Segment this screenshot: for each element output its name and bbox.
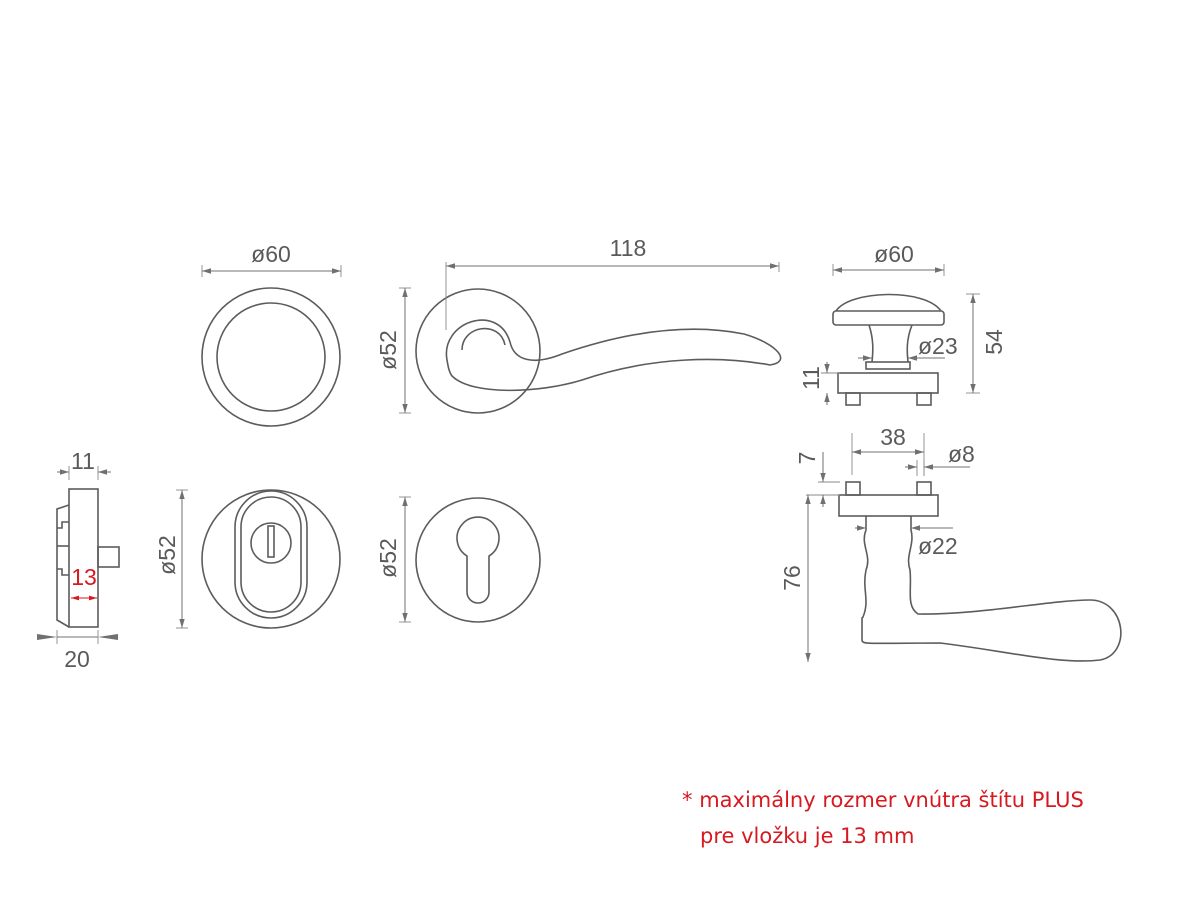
cylinder-side-width-label: 11 xyxy=(71,448,95,474)
lever-front-view: 118 ø52 xyxy=(375,235,782,414)
lever-length-label: 118 xyxy=(610,235,647,261)
knob-neck-diameter-label: ø23 xyxy=(918,333,958,359)
lever-rosette-diameter-label: ø52 xyxy=(375,330,401,370)
pin-diameter-label: ø8 xyxy=(948,441,975,467)
pin-height-label: 7 xyxy=(794,452,820,465)
cylinder-max-inner-label: 13 xyxy=(71,564,97,590)
footnote-marker: * xyxy=(682,788,693,812)
profile-escutcheon-view: ø52 xyxy=(375,496,541,623)
pin-spacing-label: 38 xyxy=(880,424,906,450)
knob-plate-height-label: 11 xyxy=(798,366,824,390)
security-escutcheon-view: ø52 xyxy=(154,489,341,629)
knob-height-label: 54 xyxy=(981,329,1007,355)
footnote-line-1: maximálny rozmer vnútra štítu PLUS xyxy=(699,788,1084,812)
cylinder-side-total-label: 20 xyxy=(64,646,90,672)
rosette-diameter-label: ø60 xyxy=(251,241,291,267)
footnote-line-2: pre vložku je 13 mm xyxy=(700,824,915,848)
lever-neck-diameter-label: ø22 xyxy=(918,533,958,559)
lever-side-view: 38 ø8 7 76 ø22 xyxy=(779,424,1122,662)
knob-diameter-label: ø60 xyxy=(874,241,914,267)
footnote: * maximálny rozmer vnútra štítu PLUS pre… xyxy=(682,782,1084,854)
knob-side-view: ø60 54 ø23 11 xyxy=(798,241,1007,406)
cylinder-side-view: 11 20 13 xyxy=(37,448,120,672)
profile-escutcheon-diameter-label: ø52 xyxy=(375,538,401,578)
lever-side-height-label: 76 xyxy=(779,565,805,591)
security-escutcheon-diameter-label: ø52 xyxy=(154,535,180,575)
rosette-front-view: ø60 xyxy=(201,241,342,427)
